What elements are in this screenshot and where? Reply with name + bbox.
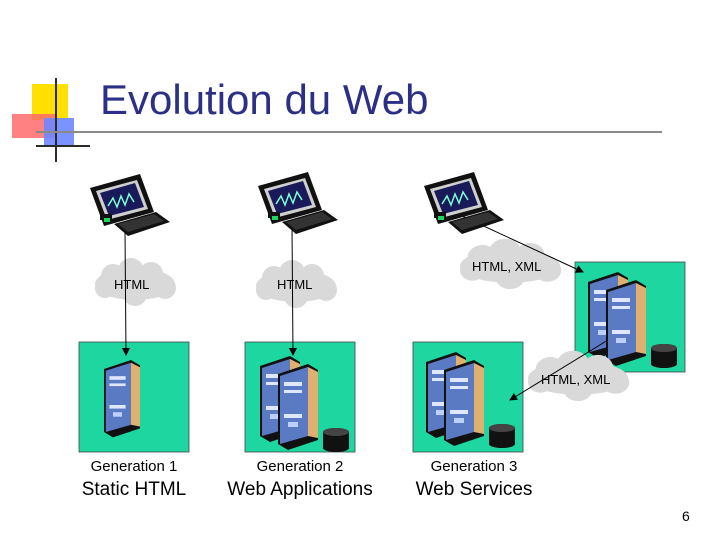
generation-name-1: Static HTML xyxy=(81,479,187,500)
connector-gen3-servers xyxy=(509,339,609,401)
cloud-label-gen3-lower: HTML, XML xyxy=(541,372,610,387)
server-icon xyxy=(104,360,140,438)
generation-label-1: Generation 1 xyxy=(90,458,178,475)
generation-label-2: Generation 2 xyxy=(256,458,344,475)
client-computer-icon xyxy=(89,173,171,237)
cloud-label-gen3-upper: HTML, XML xyxy=(472,259,541,274)
page-number: 6 xyxy=(682,508,690,524)
cloud-label-gen2: HTML xyxy=(277,277,312,292)
connector-gen2 xyxy=(288,227,297,356)
client-computer-icon xyxy=(423,171,505,235)
cloud-label-gen1: HTML xyxy=(114,277,149,292)
generation-name-2: Web Applications xyxy=(227,479,373,500)
generation-name-3: Web Services xyxy=(415,479,533,500)
page-title: Evolution du Web xyxy=(100,76,429,123)
client-computer-icon xyxy=(257,171,339,235)
generation-label-3: Generation 3 xyxy=(430,458,518,475)
title-divider xyxy=(36,131,662,133)
connector-gen1 xyxy=(121,229,130,356)
